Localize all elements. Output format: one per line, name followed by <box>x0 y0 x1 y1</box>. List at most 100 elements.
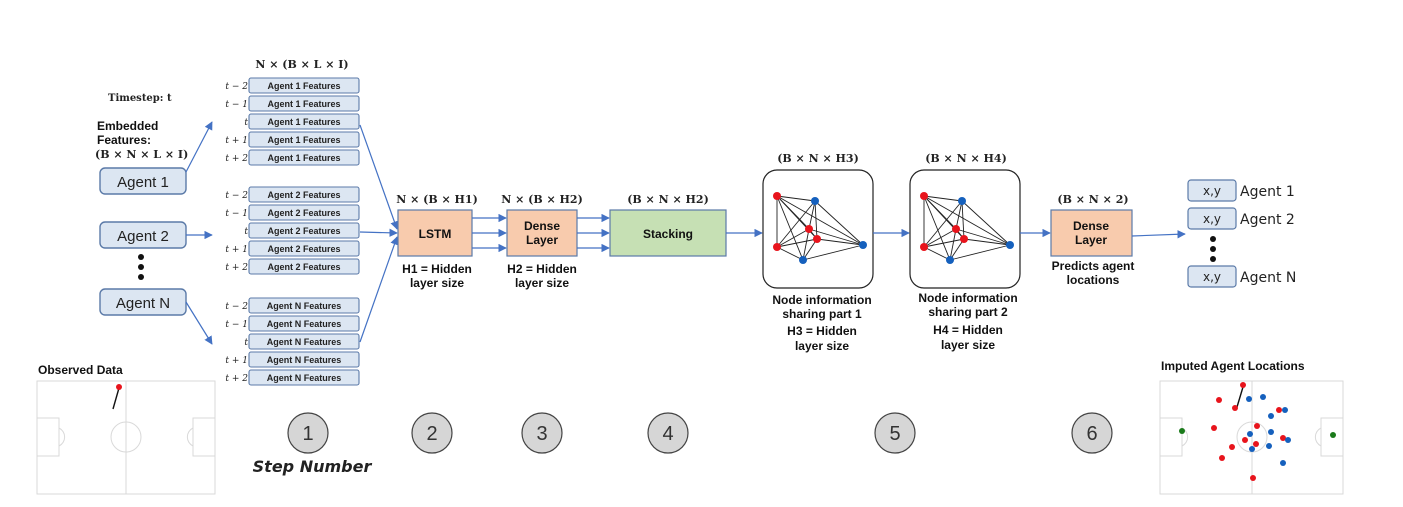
output-xy: x,y <box>1203 212 1221 226</box>
dense1-label-1: Dense <box>524 219 560 233</box>
time-label: t − 1 <box>225 320 248 330</box>
gnn1-dims: (B × N × H3) <box>777 152 859 165</box>
agent-dot-blue <box>1268 429 1274 435</box>
graph-edge <box>776 200 816 248</box>
lstm-note-1: H1 = Hidden <box>402 262 472 276</box>
graph-node-red <box>773 192 781 200</box>
graph-node-red <box>805 225 813 233</box>
agent-dot-blue <box>1246 396 1252 402</box>
agent-dot-red <box>1250 475 1256 481</box>
feature-box <box>248 222 360 239</box>
feature-row: t + 1 Agent 1 Features <box>225 131 360 148</box>
feature-box <box>248 77 360 94</box>
output-ellipsis <box>1210 236 1216 262</box>
agent-box-2: Agent 2 <box>99 221 187 249</box>
output-xy: x,y <box>1203 184 1221 198</box>
graph-edge <box>802 238 818 261</box>
input-dims: N × (B × L × I) <box>255 58 348 71</box>
lstm-box: LSTM <box>397 209 473 257</box>
feature-label: Agent 1 Features <box>267 135 340 145</box>
agent-dot-red <box>1253 441 1259 447</box>
feature-box <box>248 113 360 130</box>
feature-label: Agent N Features <box>267 301 342 311</box>
feature-row: t + 2 Agent N Features <box>225 369 360 386</box>
time-label: t + 2 <box>225 374 248 384</box>
stacking-label: Stacking <box>643 227 693 241</box>
time-label: t − 1 <box>225 100 248 110</box>
time-label: t − 2 <box>225 302 248 312</box>
graph-network-1 <box>773 192 867 264</box>
feature-box <box>248 149 360 166</box>
feature-row: t Agent N Features <box>244 333 360 350</box>
feature-label: Agent N Features <box>267 373 342 383</box>
feature-box <box>248 333 360 350</box>
step-label: 4 <box>662 423 673 445</box>
imputed-title: Imputed Agent Locations <box>1161 359 1305 373</box>
dense1-label-2: Layer <box>526 233 558 247</box>
feature-box <box>248 369 360 386</box>
graph-edge <box>808 228 864 246</box>
graph-edge <box>814 200 818 240</box>
graph-edge <box>923 228 957 248</box>
feature-box <box>248 297 360 314</box>
graph-edge <box>923 195 963 202</box>
feature-box <box>248 95 360 112</box>
step-2: 2 <box>411 412 453 454</box>
dense2-note-2: locations <box>1067 273 1120 287</box>
step-label: 2 <box>426 423 437 445</box>
time-label: t + 1 <box>225 136 248 146</box>
graph-edge <box>961 200 1011 246</box>
graph-edge <box>776 228 810 248</box>
feature-row: t + 1 Agent N Features <box>225 351 360 368</box>
dense2-label-2: Layer <box>1075 233 1107 247</box>
feature-label: Agent 1 Features <box>267 81 340 91</box>
step-5: 5 <box>874 412 916 454</box>
graph-network-2 <box>920 192 1014 264</box>
stacking-dims: (B × N × H2) <box>627 193 709 206</box>
agent-label: Agent 2 <box>117 228 169 245</box>
agent-label: Agent N <box>116 295 170 312</box>
time-label: t + 1 <box>225 356 248 366</box>
time-label: t − 2 <box>225 191 248 201</box>
feature-row: t − 2 Agent 1 Features <box>225 77 360 94</box>
feature-row: t − 2 Agent N Features <box>225 297 360 314</box>
stacking-box: Stacking <box>609 209 727 257</box>
feature-label: Agent N Features <box>267 337 342 347</box>
graph-node-blue <box>1006 241 1014 249</box>
feature-groups: t − 2 Agent 1 Features t − 1 Agent 1 Featur… <box>225 77 360 386</box>
observed-agent-dot <box>116 384 122 390</box>
agent-dot-red <box>1232 405 1238 411</box>
gnn1-box <box>762 169 874 289</box>
gnn1-note-1: H3 = Hidden <box>787 324 857 338</box>
feature-label: Agent N Features <box>267 355 342 365</box>
imputed-field <box>1159 380 1344 495</box>
time-label: t <box>244 338 248 348</box>
observed-title: Observed Data <box>38 363 123 377</box>
observed-field <box>36 380 216 495</box>
agent-dot-blue <box>1268 413 1274 419</box>
graph-edge <box>776 246 804 261</box>
time-label: t − 1 <box>225 209 248 219</box>
feature-box <box>248 131 360 148</box>
gnn1-note-2: layer size <box>795 339 849 353</box>
step-3: 3 <box>521 412 563 454</box>
feature-row: t − 1 Agent 1 Features <box>225 95 360 112</box>
agent-dot-red <box>1219 455 1225 461</box>
output-xy: x,y <box>1203 270 1221 284</box>
agent-dot-blue <box>1260 394 1266 400</box>
feature-label: Agent 1 Features <box>267 99 340 109</box>
feature-label: Agent 2 Features <box>267 226 340 236</box>
output-row-2: x,y Agent 2 <box>1187 207 1295 230</box>
agent-dot-red <box>1280 435 1286 441</box>
time-label: t − 2 <box>225 82 248 92</box>
gnn2-note-2: layer size <box>941 338 995 352</box>
graph-node-red <box>773 243 781 251</box>
